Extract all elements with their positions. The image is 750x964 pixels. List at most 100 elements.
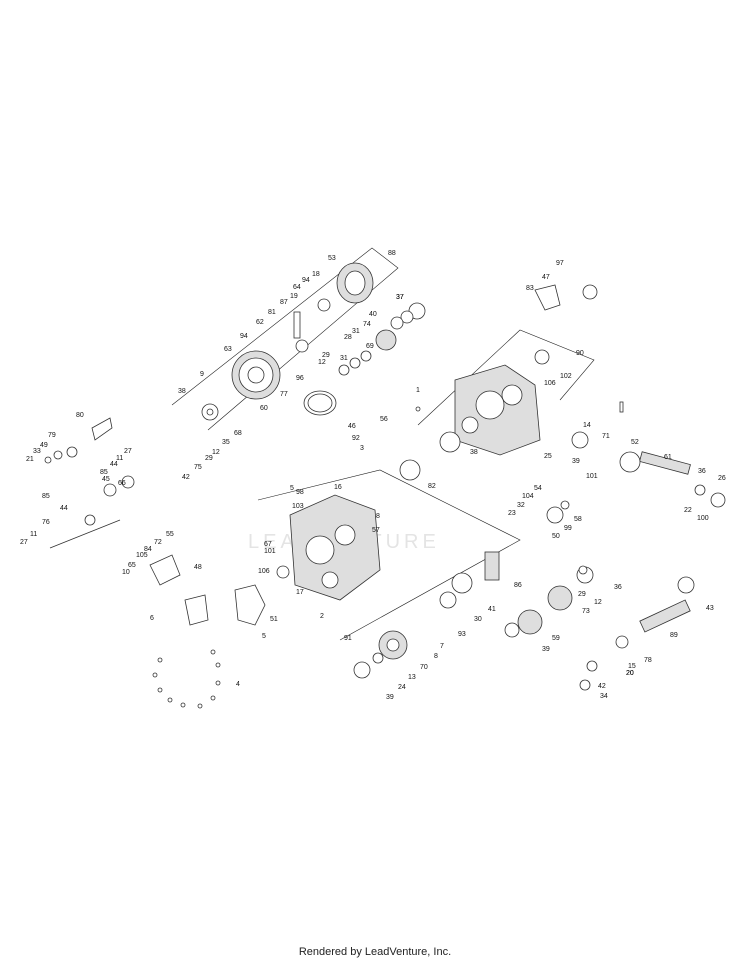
callout-52: 52 <box>631 439 639 446</box>
callout-56: 56 <box>380 416 388 423</box>
callout-87: 87 <box>280 299 288 306</box>
callout-37: 37 <box>396 294 404 301</box>
callout-86: 86 <box>514 582 522 589</box>
callout-75: 75 <box>194 464 202 471</box>
callout-90: 90 <box>576 350 584 357</box>
callout-29: 29 <box>205 455 213 462</box>
callout-4: 4 <box>236 681 240 688</box>
callout-60: 60 <box>260 405 268 412</box>
callout-41: 41 <box>488 606 496 613</box>
callout-53: 53 <box>328 255 336 262</box>
callout-103: 103 <box>292 503 304 510</box>
callout-92: 92 <box>352 435 360 442</box>
output-shaft-groups <box>353 431 726 691</box>
callout-101: 101 <box>586 473 598 480</box>
callout-1: 1 <box>416 387 420 394</box>
case-left-housing <box>289 494 381 601</box>
callout-78: 78 <box>644 657 652 664</box>
callout-30: 30 <box>474 616 482 623</box>
assembly-frames <box>171 247 595 641</box>
shift-fork-group <box>44 417 135 549</box>
callout-22: 22 <box>684 507 692 514</box>
callout-80: 80 <box>76 412 84 419</box>
cover-plate <box>234 584 266 626</box>
callout-58: 58 <box>574 516 582 523</box>
callout-102: 102 <box>560 373 572 380</box>
callout-66: 66 <box>118 480 126 487</box>
callout-29-repeat: 29 <box>578 591 586 598</box>
callout-10: 10 <box>122 569 130 576</box>
callout-49: 49 <box>40 442 48 449</box>
callout-77: 77 <box>280 391 288 398</box>
callout-42-repeat: 42 <box>598 683 606 690</box>
callout-24: 24 <box>398 684 406 691</box>
shaft-86 <box>484 551 500 581</box>
callout-9: 9 <box>200 371 204 378</box>
callout-85: 85 <box>100 469 108 476</box>
callout-27: 27 <box>20 539 28 546</box>
callout-36-repeat: 36 <box>614 584 622 591</box>
callout-37-repeat: 37 <box>396 294 404 301</box>
callout-65: 65 <box>128 562 136 569</box>
callout-12-repeat: 12 <box>594 599 602 606</box>
callout-64: 64 <box>293 284 301 291</box>
callout-16: 16 <box>334 484 342 491</box>
callout-54: 54 <box>534 485 542 492</box>
callout-39-repeat: 39 <box>542 646 550 653</box>
callout-23: 23 <box>508 510 516 517</box>
callout-15: 15 <box>628 663 636 670</box>
callout-93: 93 <box>458 631 466 638</box>
callout-55: 55 <box>166 531 174 538</box>
callout-68: 68 <box>234 430 242 437</box>
callout-29-repeat: 29 <box>322 352 330 359</box>
callout-19: 19 <box>290 293 298 300</box>
callout-69: 69 <box>366 343 374 350</box>
callout-98: 98 <box>296 489 304 496</box>
callout-20-repeat: 20 <box>626 670 634 677</box>
callout-39: 39 <box>386 694 394 701</box>
callout-13: 13 <box>408 674 416 681</box>
shaft-89 <box>639 599 691 633</box>
callout-2: 2 <box>320 613 324 620</box>
callout-8-repeat: 8 <box>376 513 380 520</box>
callout-27-repeat: 27 <box>124 448 132 455</box>
callout-25: 25 <box>544 453 552 460</box>
callout-7: 7 <box>440 643 444 650</box>
callout-89: 89 <box>670 632 678 639</box>
callout-31: 31 <box>352 328 360 335</box>
callout-94-repeat: 94 <box>302 277 310 284</box>
callout-96: 96 <box>296 375 304 382</box>
callout-5: 5 <box>262 633 266 640</box>
callout-17: 17 <box>296 589 304 596</box>
callout-21: 21 <box>26 456 34 463</box>
callout-45: 45 <box>102 476 110 483</box>
callout-47: 47 <box>542 274 550 281</box>
callout-44-repeat: 44 <box>110 461 118 468</box>
callout-11: 11 <box>30 531 37 538</box>
callout-34: 34 <box>600 693 608 700</box>
right-case-half <box>415 349 624 456</box>
callout-50: 50 <box>552 533 560 540</box>
callout-44: 44 <box>60 505 68 512</box>
callout-48: 48 <box>194 564 202 571</box>
callout-76: 76 <box>42 519 50 526</box>
callout-31-repeat: 31 <box>340 355 348 362</box>
callout-38: 38 <box>178 388 186 395</box>
callout-99: 99 <box>564 525 572 532</box>
callout-6: 6 <box>150 615 154 622</box>
callout-91: 91 <box>344 635 352 642</box>
callout-8: 8 <box>434 653 438 660</box>
callout-11-repeat: 11 <box>116 455 123 462</box>
upper-gear-assembly <box>201 262 426 421</box>
callout-5-repeat: 5 <box>290 485 294 492</box>
callout-14: 14 <box>583 422 591 429</box>
callout-26: 26 <box>718 475 726 482</box>
callout-12: 12 <box>212 449 220 456</box>
callout-85-repeat: 85 <box>42 493 50 500</box>
callout-72: 72 <box>154 539 162 546</box>
small-hardware <box>149 284 598 709</box>
callout-73: 73 <box>582 608 590 615</box>
callout-42: 42 <box>182 474 190 481</box>
callout-88: 88 <box>388 250 396 257</box>
